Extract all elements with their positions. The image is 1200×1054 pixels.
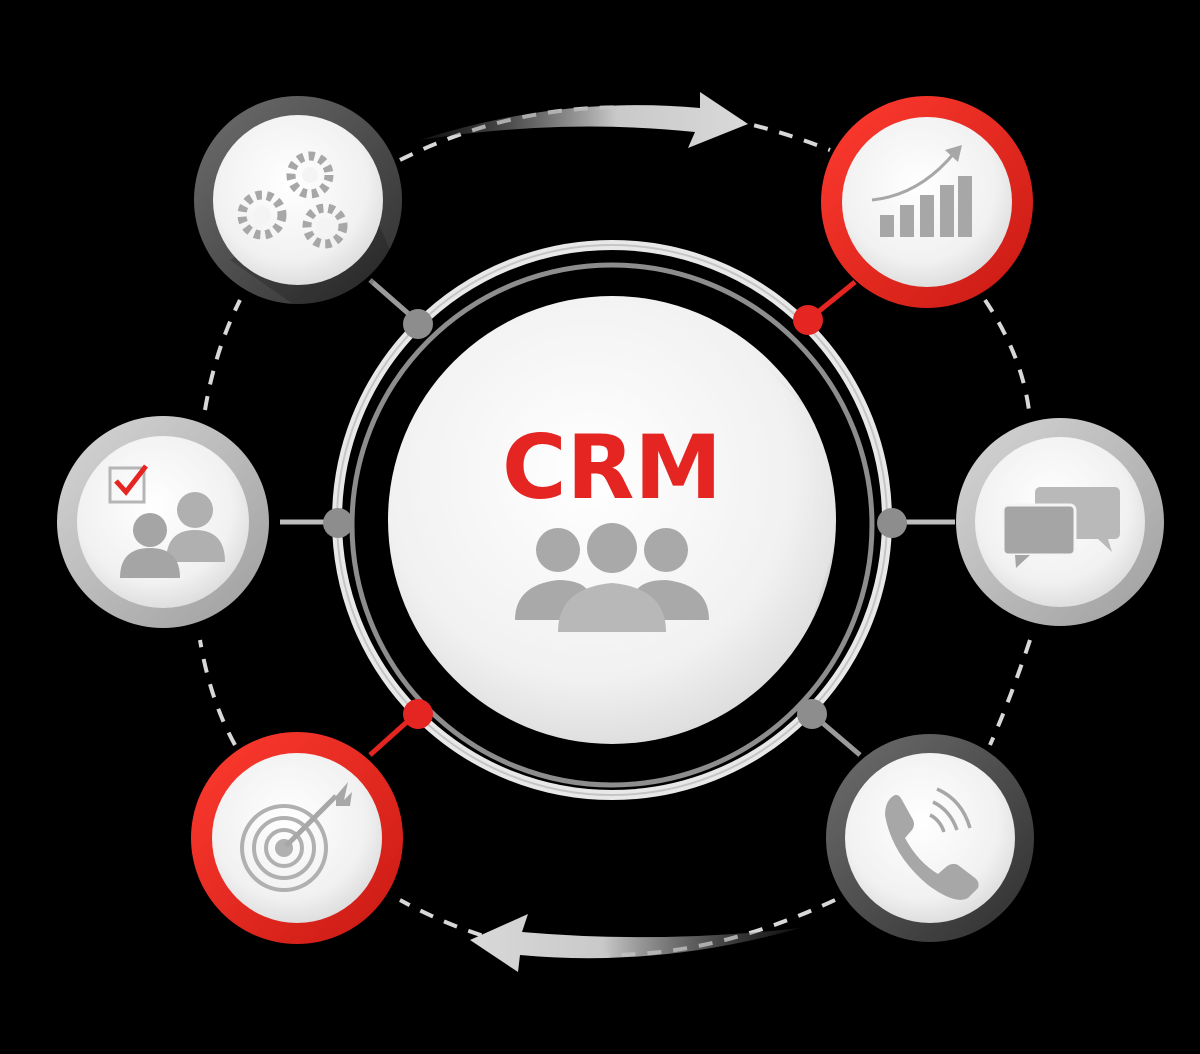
speech-bubbles-icon — [1001, 487, 1120, 568]
connector-dots — [323, 305, 907, 729]
node-customers-check — [57, 416, 269, 628]
node-chat — [956, 418, 1164, 626]
people-group-icon — [515, 523, 709, 632]
node-target — [191, 732, 403, 944]
bar-chart-icon — [871, 145, 972, 237]
center-title: CRM — [502, 416, 722, 519]
flow-arrow-top — [420, 92, 748, 148]
center-disc — [388, 296, 860, 744]
node-gears — [194, 96, 402, 330]
node-growth-chart — [821, 96, 1033, 308]
customers-checklist-icon — [108, 464, 225, 578]
target-icon — [240, 794, 338, 892]
node-phone — [826, 734, 1034, 942]
gears-icon — [237, 151, 348, 249]
flow-arrow-bottom — [470, 914, 800, 972]
phone-icon — [885, 787, 979, 900]
